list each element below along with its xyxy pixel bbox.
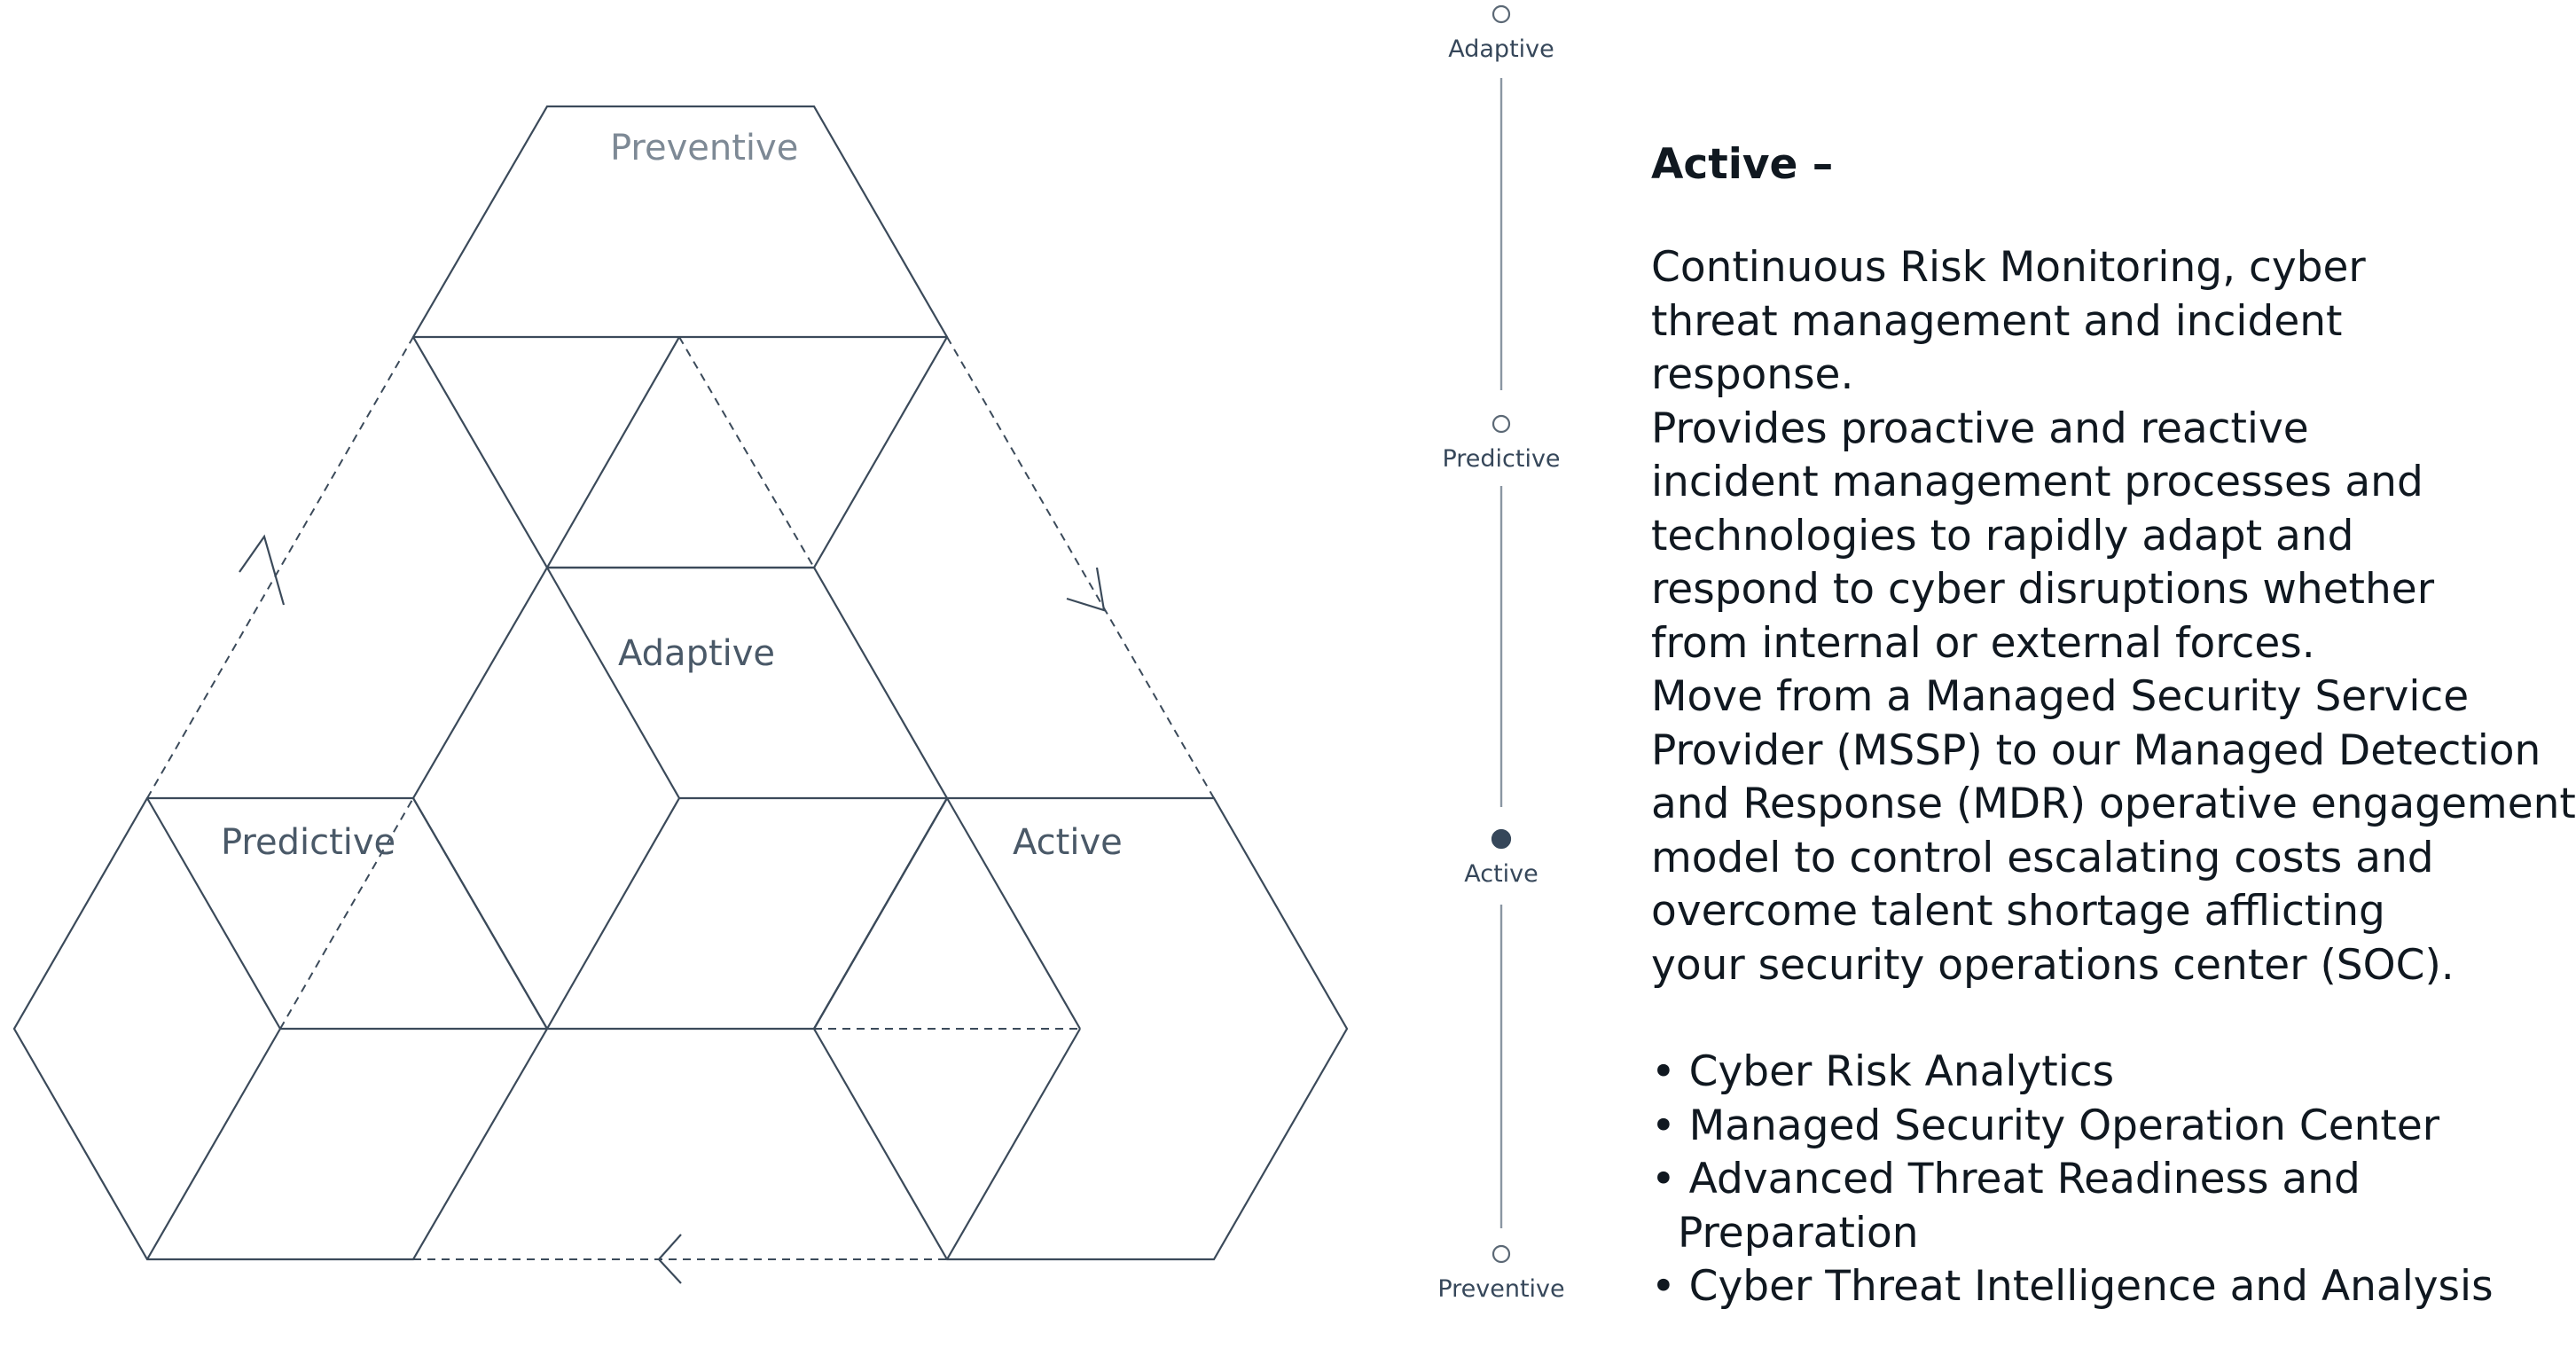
label-predictive: Predictive <box>221 822 395 863</box>
preventive-inner-edges <box>413 335 947 568</box>
label-preventive: Preventive <box>610 128 798 169</box>
arrow-down-right-icon <box>1066 567 1106 612</box>
timeline-node-preventive[interactable]: Preventive <box>1437 1244 1565 1303</box>
timeline-label[interactable]: Active <box>1464 860 1539 888</box>
active-inner-edges <box>813 797 1081 1260</box>
list-item: • Managed Security Operation Center <box>1651 1100 2573 1154</box>
timeline-node-predictive[interactable]: Predictive <box>1442 414 1561 473</box>
description-line: Move from a Managed Security Service <box>1651 672 2470 721</box>
list-item: • Cyber Threat Intelligence and Analysis <box>1651 1260 2573 1314</box>
predictive-inner-edges <box>146 797 547 1260</box>
description-line: your security operations center (SOC). <box>1651 940 2455 990</box>
dashed-link-preventive-active <box>946 336 1215 799</box>
timeline-label[interactable]: Preventive <box>1437 1275 1564 1303</box>
arrow-up-left-icon <box>239 534 286 606</box>
arrow-left-icon <box>657 1234 682 1284</box>
stage-timeline: Adaptive Predictive Active Preventive <box>1437 4 1565 1303</box>
list-item-text: • Cyber Risk Analytics <box>1651 1047 2115 1096</box>
panel-description: Continuous Risk Monitoring, cyber threat… <box>1651 241 2576 992</box>
timeline-dot-active-icon[interactable] <box>1491 828 1512 850</box>
description-line: Provides proactive and reactive <box>1651 404 2309 453</box>
description-line: model to control escalating costs and <box>1651 833 2434 882</box>
dashed-inner-left <box>279 797 414 1030</box>
diagram-dashed-cycle <box>146 336 1215 1260</box>
timeline-dot-icon[interactable] <box>1492 4 1511 24</box>
panel-heading: Active – <box>1651 140 1834 189</box>
description-line: respond to cyber disruptions whether <box>1651 565 2435 614</box>
description-line: and Response (MDR) operative engagement <box>1651 780 2576 828</box>
cyber-defense-diagram: Preventive Adaptive Predictive Active <box>12 105 1349 1284</box>
list-item: • Cyber Risk Analytics <box>1651 1046 2573 1100</box>
adaptive-inner-edges <box>546 567 947 1030</box>
service-list: • Cyber Risk Analytics • Managed Securit… <box>1651 1046 2573 1314</box>
description-line: Provider (MSSP) to our Managed Detection <box>1651 725 2541 775</box>
description-line: incident management processes and <box>1651 458 2423 506</box>
label-adaptive: Adaptive <box>618 633 775 674</box>
description-line: overcome talent shortage afflicting <box>1651 887 2385 936</box>
list-item-text: • Advanced Threat Readiness and <box>1651 1155 2361 1203</box>
timeline-node-active[interactable]: Active <box>1464 828 1539 888</box>
description-line: response. <box>1651 350 1854 399</box>
description-line: from internal or external forces. <box>1651 618 2315 668</box>
description-line: threat management and incident <box>1651 296 2343 346</box>
list-item-text: • Cyber Threat Intelligence and Analysis <box>1651 1262 2494 1311</box>
diagram-labels: Preventive Adaptive Predictive Active <box>221 128 1123 863</box>
description-line: technologies to rapidly adapt and <box>1651 511 2354 560</box>
list-item-text: • Managed Security Operation Center <box>1651 1101 2440 1150</box>
list-item: • Advanced Threat Readiness and Preparat… <box>1651 1153 2573 1260</box>
description-line: Continuous Risk Monitoring, cyber <box>1651 243 2366 292</box>
timeline-label[interactable]: Predictive <box>1442 445 1560 473</box>
label-active: Active <box>1013 822 1123 863</box>
timeline-label[interactable]: Adaptive <box>1448 35 1554 63</box>
timeline-dot-icon[interactable] <box>1492 414 1511 434</box>
description-panel: Active – Continuous Risk Monitoring, cyb… <box>1651 133 2576 1314</box>
timeline-dot-icon[interactable] <box>1492 1244 1511 1264</box>
timeline-node-adaptive[interactable]: Adaptive <box>1448 4 1554 63</box>
list-item-text-continued: Preparation <box>1678 1208 1919 1258</box>
dashed-link-predictive-preventive <box>146 336 414 799</box>
diagram-arrows <box>239 534 1106 1284</box>
active-hexagon <box>812 796 1349 1261</box>
dashed-inner-top <box>678 336 815 568</box>
